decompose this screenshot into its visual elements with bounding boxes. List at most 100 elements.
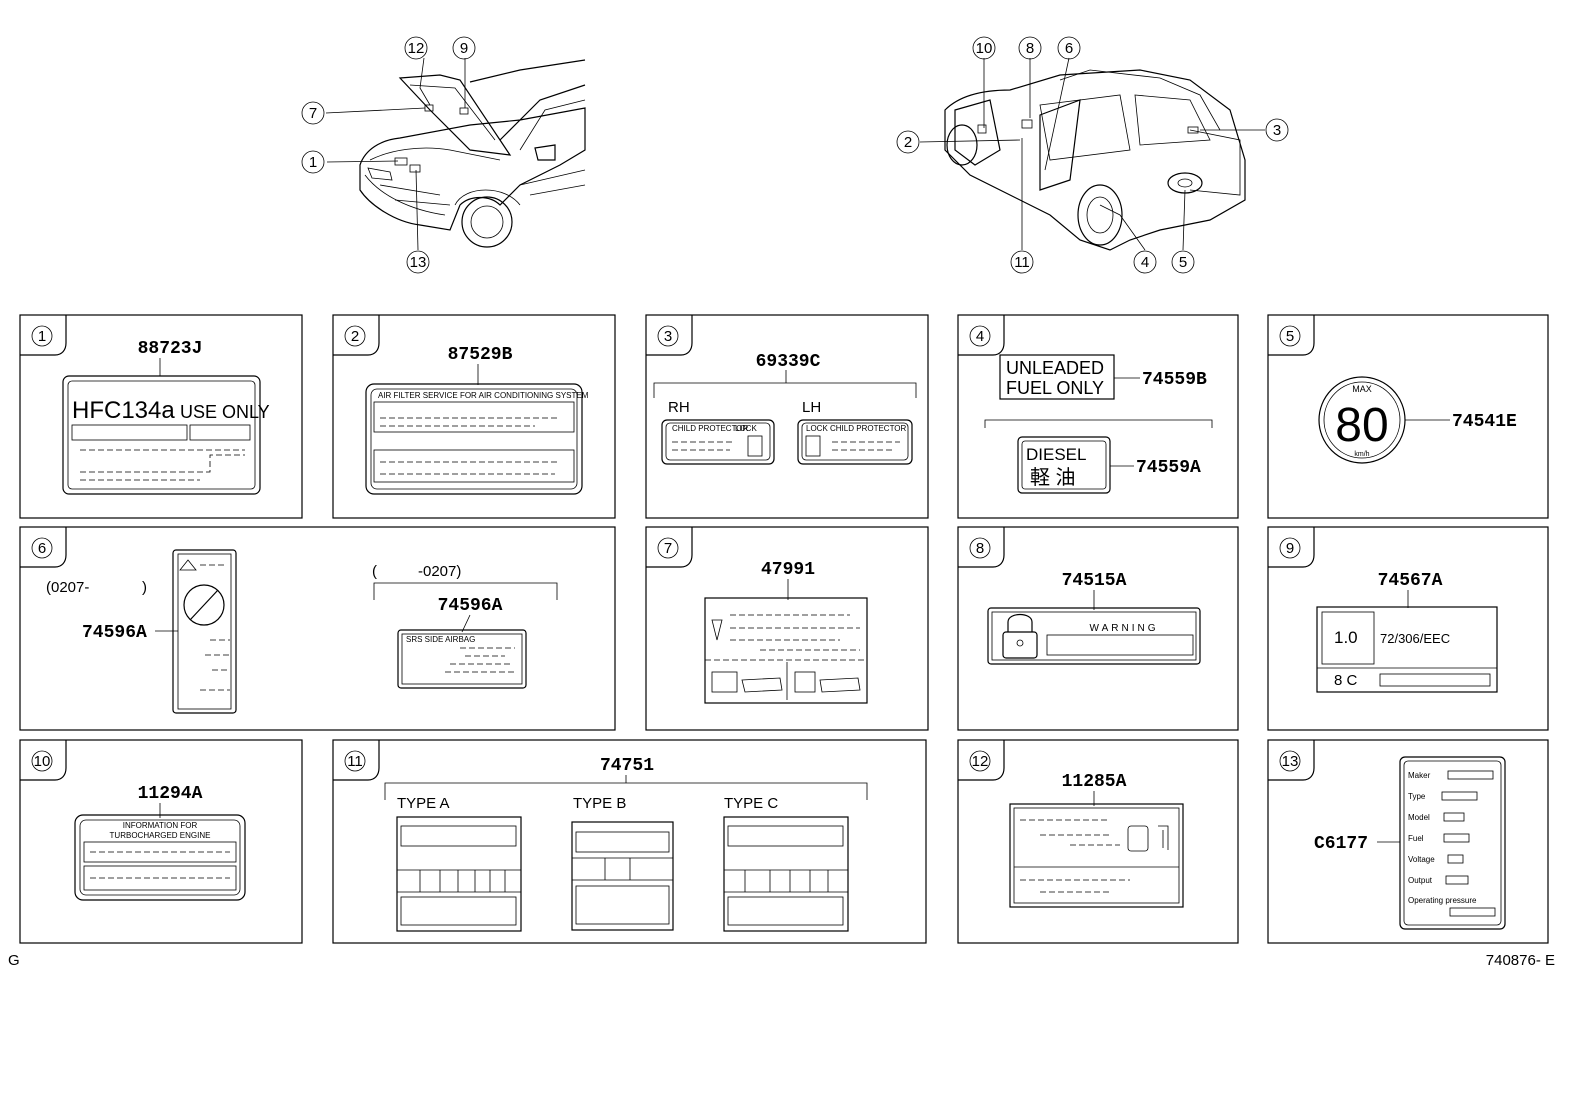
front-callout-9: 9 (452, 36, 476, 60)
rear-callout-2: 2 (896, 130, 920, 154)
panel-6: 6 (0207- ) 74596A ( -0207) 74596A SRS SI… (19, 526, 616, 731)
field-type: Type (1408, 792, 1426, 801)
rear-car-illustration (919, 57, 1265, 251)
svg-text:11: 11 (1014, 254, 1030, 271)
max-text: MAX (1352, 384, 1372, 394)
srs-side-airbag-text: SRS SIDE AIRBAG (406, 635, 475, 644)
panel-9: 9 74567A 1.0 72/306/EEC 8 C (1267, 526, 1549, 731)
footer-left-code: G (8, 952, 20, 969)
panel-10-part-number: 11294A (138, 784, 203, 804)
panel-1-number: 1 (38, 328, 46, 345)
use-only-text: USE ONLY (180, 402, 270, 422)
field-operating-pressure: Operating pressure (1408, 896, 1477, 905)
panel-1-part-number: 88723J (138, 339, 203, 359)
svg-text:2: 2 (904, 134, 912, 151)
panel-11: 11 74751 TYPE A TYPE B TYPE C (332, 739, 927, 944)
panel-4-part-number-b: 74559B (1142, 370, 1207, 390)
front-callout-7: 7 (301, 101, 325, 125)
panel-4-part-number-a: 74559A (1136, 458, 1201, 478)
svg-text:10: 10 (976, 40, 993, 57)
panel-10: 10 11294A INFORMATION FOR TURBOCHARGED E… (19, 739, 303, 944)
8c-text: 8 C (1334, 672, 1358, 689)
lh-label: LH (802, 399, 821, 416)
type-c-label: TYPE C (724, 795, 778, 812)
rh-lock-text: LOCK (735, 424, 757, 433)
fuel-only-text: FUEL ONLY (1006, 378, 1104, 398)
panel-4: 4 UNLEADED FUEL ONLY 74559B DIESEL 軽 油 7… (957, 314, 1239, 519)
panel-10-number: 10 (34, 753, 51, 770)
rear-callout-6: 6 (1057, 36, 1081, 60)
warning-text: WARNING (1090, 623, 1159, 634)
rear-callout-8: 8 (1018, 36, 1042, 60)
diesel-kanji-text: 軽 油 (1030, 466, 1076, 489)
panel-5-part-number: 74541E (1452, 412, 1517, 432)
panel-4-number: 4 (976, 328, 984, 345)
panel-13-part-number: C6177 (1314, 834, 1368, 854)
panel-12: 12 11285A (957, 739, 1239, 944)
panel-13-number: 13 (1282, 753, 1299, 770)
rh-child-protector-text: CHILD PROTECTOR (672, 424, 749, 433)
svg-text:5: 5 (1179, 254, 1187, 271)
panel-7-part-number: 47991 (761, 560, 815, 580)
front-callout-1: 1 (301, 150, 325, 174)
panel-7-number: 7 (664, 540, 672, 557)
field-maker: Maker (1408, 771, 1431, 780)
type-a-label: TYPE A (397, 795, 450, 812)
panel-2-part-number: 87529B (448, 345, 513, 365)
field-output: Output (1408, 876, 1433, 885)
range-left-open: (0207- (46, 579, 89, 596)
panel-9-part-number: 74567A (1378, 571, 1443, 591)
svg-text:7: 7 (309, 105, 317, 122)
diesel-text: DIESEL (1026, 445, 1086, 464)
unleaded-text: UNLEADED (1006, 358, 1104, 378)
lh-lock-text: LOCK (806, 424, 828, 433)
type-b-label: TYPE B (573, 795, 626, 812)
range-right-close: -0207) (418, 563, 461, 580)
rh-label: RH (668, 399, 690, 416)
panel-6-number: 6 (38, 540, 46, 557)
field-fuel: Fuel (1408, 834, 1424, 843)
rear-callout-3: 3 (1265, 118, 1289, 142)
rear-callout-4: 4 (1133, 250, 1157, 274)
panel-7: 7 47991 (645, 526, 929, 731)
svg-text:13: 13 (410, 254, 427, 271)
lh-child-protector-text: CHILD PROTECTOR (830, 424, 907, 433)
panel-2-number: 2 (351, 328, 359, 345)
front-callout-13: 13 (406, 250, 430, 274)
front-callout-12: 12 (404, 36, 428, 60)
panel-5-number: 5 (1286, 328, 1294, 345)
panel-11-part-number: 74751 (600, 756, 654, 776)
hfc134a-text: HFC134a (72, 397, 175, 424)
kmh-text: km/h (1354, 451, 1369, 458)
panel-6-part-number-left: 74596A (82, 623, 147, 643)
info-turbo-line2: TURBOCHARGED ENGINE (110, 831, 211, 840)
panel-1: 1 88723J HFC134a USE ONLY (19, 314, 303, 519)
panel-6-part-number-right: 74596A (438, 596, 503, 616)
svg-text:8: 8 (1026, 40, 1034, 57)
panel-12-number: 12 (972, 753, 989, 770)
svg-text:3: 3 (1273, 122, 1281, 139)
panel-5: 5 MAX 80 km/h 74541E (1267, 314, 1549, 519)
panel-3-part-number: 69339C (756, 352, 821, 372)
rear-callout-5: 5 (1171, 250, 1195, 274)
panel-13: 13 C6177 Maker Type Model Fuel Voltage O… (1267, 739, 1549, 944)
value-1-0-text: 1.0 (1334, 628, 1358, 647)
range-left-close: ) (142, 579, 147, 596)
panel-2: 2 87529B AIR FILTER SERVICE FOR AIR COND… (332, 314, 616, 519)
svg-text:6: 6 (1065, 40, 1073, 57)
panel-3: 3 69339C RH LH CHILD PROTECTOR LOCK CHIL… (645, 314, 929, 519)
footer-figure-number: 740876- E (1486, 952, 1555, 969)
svg-text:9: 9 (460, 40, 468, 57)
range-right-open: ( (372, 563, 377, 580)
rear-callout-10: 10 (972, 36, 996, 60)
panel-11-number: 11 (347, 753, 363, 770)
field-voltage: Voltage (1408, 855, 1435, 864)
rear-callout-11: 11 (1010, 250, 1034, 274)
panel-3-number: 3 (664, 328, 672, 345)
svg-text:12: 12 (408, 40, 425, 57)
svg-text:1: 1 (309, 154, 317, 171)
speed-80-text: 80 (1335, 399, 1388, 452)
panel-8-part-number: 74515A (1062, 571, 1127, 591)
panel-9-number: 9 (1286, 540, 1294, 557)
field-model: Model (1408, 813, 1430, 822)
